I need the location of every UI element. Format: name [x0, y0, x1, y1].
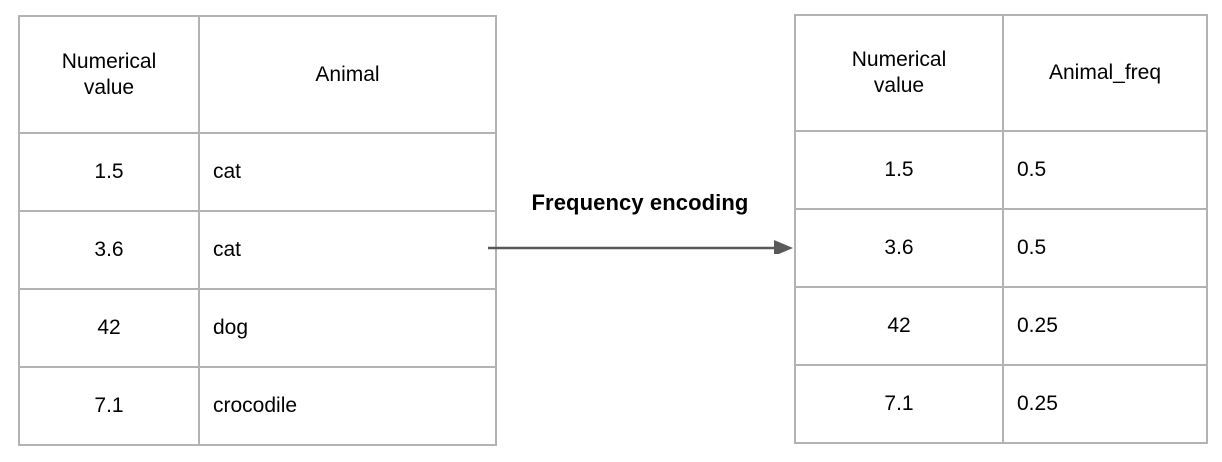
table-row: 1.5 cat [18, 132, 497, 212]
source-table: Numerical value Animal 1.5 cat 3.6 cat 4… [18, 15, 497, 446]
cell-animal-freq: 0.25 [1002, 364, 1208, 444]
cell-animal: cat [198, 132, 497, 212]
cell-numerical-value: 3.6 [794, 208, 1004, 288]
header-line-1: Numerical [851, 48, 947, 71]
header-line-1: Numerical [61, 49, 157, 73]
table-header-row: Numerical value Animal [18, 15, 497, 134]
cell-animal-freq: 0.25 [1002, 286, 1208, 366]
encoded-table: Numerical value Animal_freq 1.5 0.5 3.6 … [794, 14, 1208, 444]
table-row: 3.6 cat [18, 210, 497, 290]
arrow-right-icon [488, 240, 793, 254]
column-header-numerical-value: Numerical value [18, 15, 200, 134]
table-row: 7.1 0.25 [794, 364, 1208, 444]
cell-numerical-value: 7.1 [18, 366, 200, 446]
cell-numerical-value: 1.5 [794, 130, 1004, 210]
header-line-2: value [873, 74, 925, 97]
table-header-row: Numerical value Animal_freq [794, 14, 1208, 132]
column-header-numerical-value: Numerical value [794, 14, 1004, 132]
table-row: 3.6 0.5 [794, 208, 1208, 288]
table-row: 7.1 crocodile [18, 366, 497, 446]
cell-animal: dog [198, 288, 497, 368]
transform-label: Frequency encoding [531, 190, 749, 215]
column-header-animal-freq: Animal_freq [1002, 14, 1208, 132]
cell-animal: crocodile [198, 366, 497, 446]
cell-numerical-value: 1.5 [18, 132, 200, 212]
cell-animal-freq: 0.5 [1002, 130, 1208, 210]
cell-numerical-value: 7.1 [794, 364, 1004, 444]
column-header-animal: Animal [198, 15, 497, 134]
transform-arrow-group: Frequency encoding [486, 190, 798, 260]
table-row: 42 dog [18, 288, 497, 368]
header-line-2: value [83, 75, 135, 99]
cell-numerical-value: 42 [18, 288, 200, 368]
cell-animal: cat [198, 210, 497, 290]
cell-animal-freq: 0.5 [1002, 208, 1208, 288]
cell-numerical-value: 42 [794, 286, 1004, 366]
table-row: 1.5 0.5 [794, 130, 1208, 210]
table-row: 42 0.25 [794, 286, 1208, 366]
cell-numerical-value: 3.6 [18, 210, 200, 290]
